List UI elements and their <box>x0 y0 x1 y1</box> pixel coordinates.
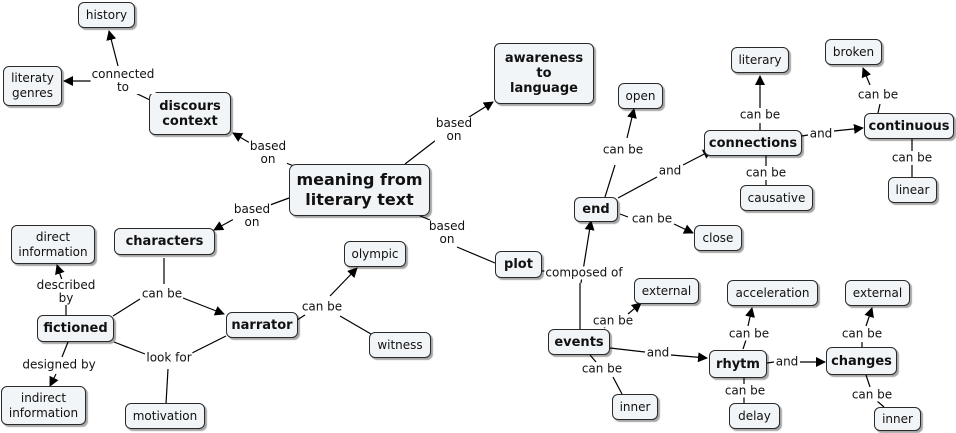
node-close[interactable]: close <box>694 225 742 251</box>
node-meaning-from-literary-text[interactable]: meaning from literary text <box>289 164 430 216</box>
link-can-be-external-changes: can be <box>840 326 884 341</box>
node-end[interactable]: end <box>574 197 618 222</box>
link-based-on-characters: based on <box>232 202 272 229</box>
node-plot[interactable]: plot <box>495 251 542 278</box>
node-linear[interactable]: linear <box>888 177 937 203</box>
link-composed-of: composed of <box>544 265 624 280</box>
node-olympic[interactable]: olympic <box>344 241 406 267</box>
node-direct-information[interactable]: direct information <box>11 225 95 264</box>
node-rhytm[interactable]: rhytm <box>709 350 767 378</box>
node-broken[interactable]: broken <box>825 39 882 65</box>
node-literaty-genres[interactable]: literaty genres <box>3 66 62 106</box>
node-history[interactable]: history <box>78 2 135 28</box>
link-can-be-delay: can be <box>723 383 767 398</box>
link-and-changes: and <box>774 354 800 369</box>
link-can-be-literary: can be <box>738 107 782 122</box>
link-based-on-awareness: based on <box>434 116 474 143</box>
node-characters[interactable]: characters <box>114 228 215 255</box>
link-can-be-narrator: can be <box>300 299 344 314</box>
node-literary[interactable]: literary <box>731 47 789 73</box>
node-awareness-to-language[interactable]: awareness to language <box>494 43 594 104</box>
node-inner-changes[interactable]: inner <box>874 407 921 431</box>
node-motivation[interactable]: motivation <box>125 403 205 429</box>
node-external-changes[interactable]: external <box>845 280 910 306</box>
link-designed-by: designed by <box>21 357 97 372</box>
link-can-be-inner: can be <box>580 361 624 376</box>
link-can-be-linear: can be <box>890 150 934 165</box>
link-can-be-inner-changes: can be <box>850 387 894 402</box>
link-and-connections-from-end: and <box>657 163 683 178</box>
node-acceleration[interactable]: acceleration <box>727 280 818 306</box>
link-can-be-broken: can be <box>856 87 900 102</box>
node-inner-events[interactable]: inner <box>612 394 658 420</box>
link-based-on-discours: based on <box>248 139 288 166</box>
node-witness[interactable]: witness <box>369 332 431 358</box>
link-can-be-open: can be <box>601 142 645 157</box>
node-changes[interactable]: changes <box>826 347 897 375</box>
node-connections[interactable]: connections <box>704 130 802 156</box>
node-external-events[interactable]: external <box>634 278 699 304</box>
link-can-be-external: can be <box>591 313 635 328</box>
node-narrator[interactable]: narrator <box>226 312 298 338</box>
link-can-be-close: can be <box>630 211 674 226</box>
link-and-continuous: and <box>808 126 834 141</box>
link-connected-to: connected to <box>90 67 156 94</box>
node-events[interactable]: events <box>548 329 610 355</box>
node-causative[interactable]: causative <box>740 185 813 211</box>
link-can-be-characters: can be <box>140 286 184 301</box>
node-discours-context[interactable]: discours context <box>149 92 231 135</box>
link-and-rhytm: and <box>645 345 671 360</box>
link-look-for: look for <box>145 350 193 365</box>
node-fictioned[interactable]: fictioned <box>37 315 114 342</box>
node-indirect-information[interactable]: indirect information <box>1 386 86 425</box>
link-can-be-acceleration: can be <box>727 326 771 341</box>
link-based-on-plot: based on <box>427 219 467 246</box>
node-delay[interactable]: delay <box>729 403 780 429</box>
node-continuous[interactable]: continuous <box>864 113 954 139</box>
node-open[interactable]: open <box>618 83 663 109</box>
link-described-by: described by <box>35 278 97 305</box>
link-can-be-causative: can be <box>744 165 788 180</box>
